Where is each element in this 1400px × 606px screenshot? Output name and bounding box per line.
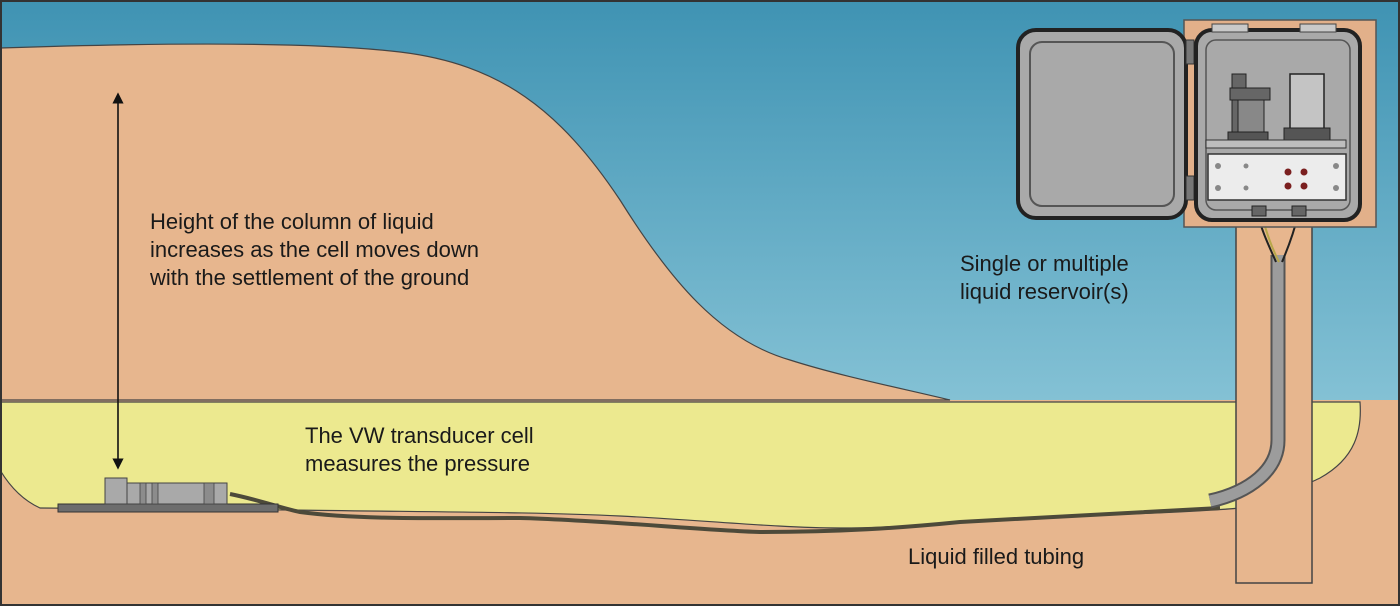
reservoir-line-1: Single or multiple xyxy=(960,251,1129,276)
liquid-tubing xyxy=(229,492,1221,535)
column-height-label: Height of the column of liquid increases… xyxy=(150,208,479,292)
column-height-line-1: Height of the column of liquid xyxy=(150,209,434,234)
transducer-line-1: The VW transducer cell xyxy=(305,423,534,448)
reservoir-line-2: liquid reservoir(s) xyxy=(960,279,1129,304)
riser-tubing xyxy=(1208,255,1284,507)
column-height-line-2: increases as the cell moves down xyxy=(150,237,479,262)
reservoir-enclosure xyxy=(1016,19,1377,228)
tubing-line: Liquid filled tubing xyxy=(908,544,1085,569)
column-height-line-3: with the settlement of the ground xyxy=(150,265,470,290)
reservoir-label: Single or multiple liquid reservoir(s) xyxy=(960,250,1129,306)
embankment xyxy=(0,43,951,401)
transducer-line-2: measures the pressure xyxy=(305,451,530,476)
tubing-label: Liquid filled tubing xyxy=(908,543,1084,571)
transducer-label: The VW transducer cell measures the pres… xyxy=(305,422,534,478)
transducer-cell xyxy=(57,477,279,513)
